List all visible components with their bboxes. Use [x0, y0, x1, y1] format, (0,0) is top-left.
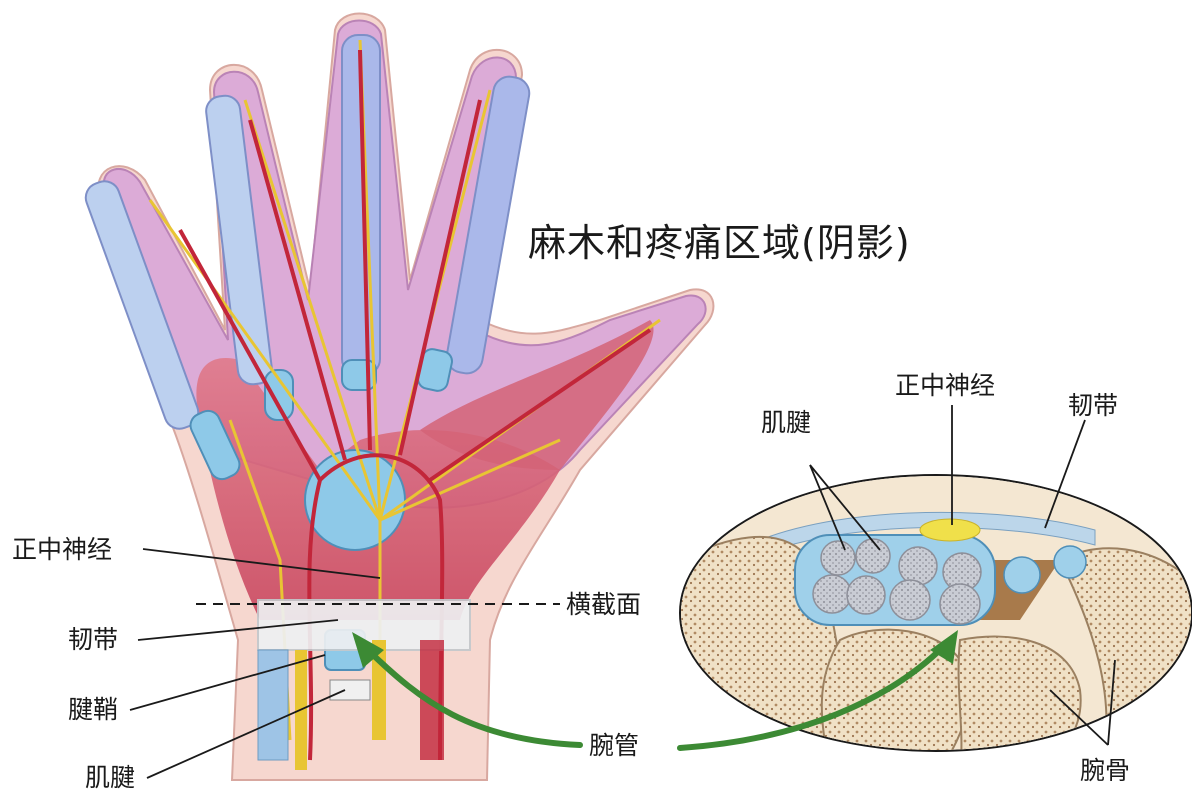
title-numbness-area: 麻木和疼痛区域(阴影) [528, 224, 911, 262]
label-median-nerve-hand: 正中神经 [12, 537, 112, 562]
label-tendon-sheath: 腱鞘 [68, 697, 118, 722]
cross-section-illustration [680, 470, 1192, 770]
label-ligament-hand: 韧带 [68, 627, 118, 652]
label-ligament-section: 韧带 [1068, 393, 1118, 418]
hand-illustration [82, 14, 714, 781]
label-tendon-section: 肌腱 [761, 410, 811, 435]
label-carpal-bones: 腕骨 [1080, 758, 1130, 783]
label-median-nerve-section: 正中神经 [895, 373, 995, 398]
section-median-nerve [920, 519, 980, 541]
label-cross-section: 横截面 [566, 592, 641, 617]
label-tendon-hand: 肌腱 [85, 765, 135, 790]
label-carpal-tunnel: 腕管 [589, 733, 639, 758]
